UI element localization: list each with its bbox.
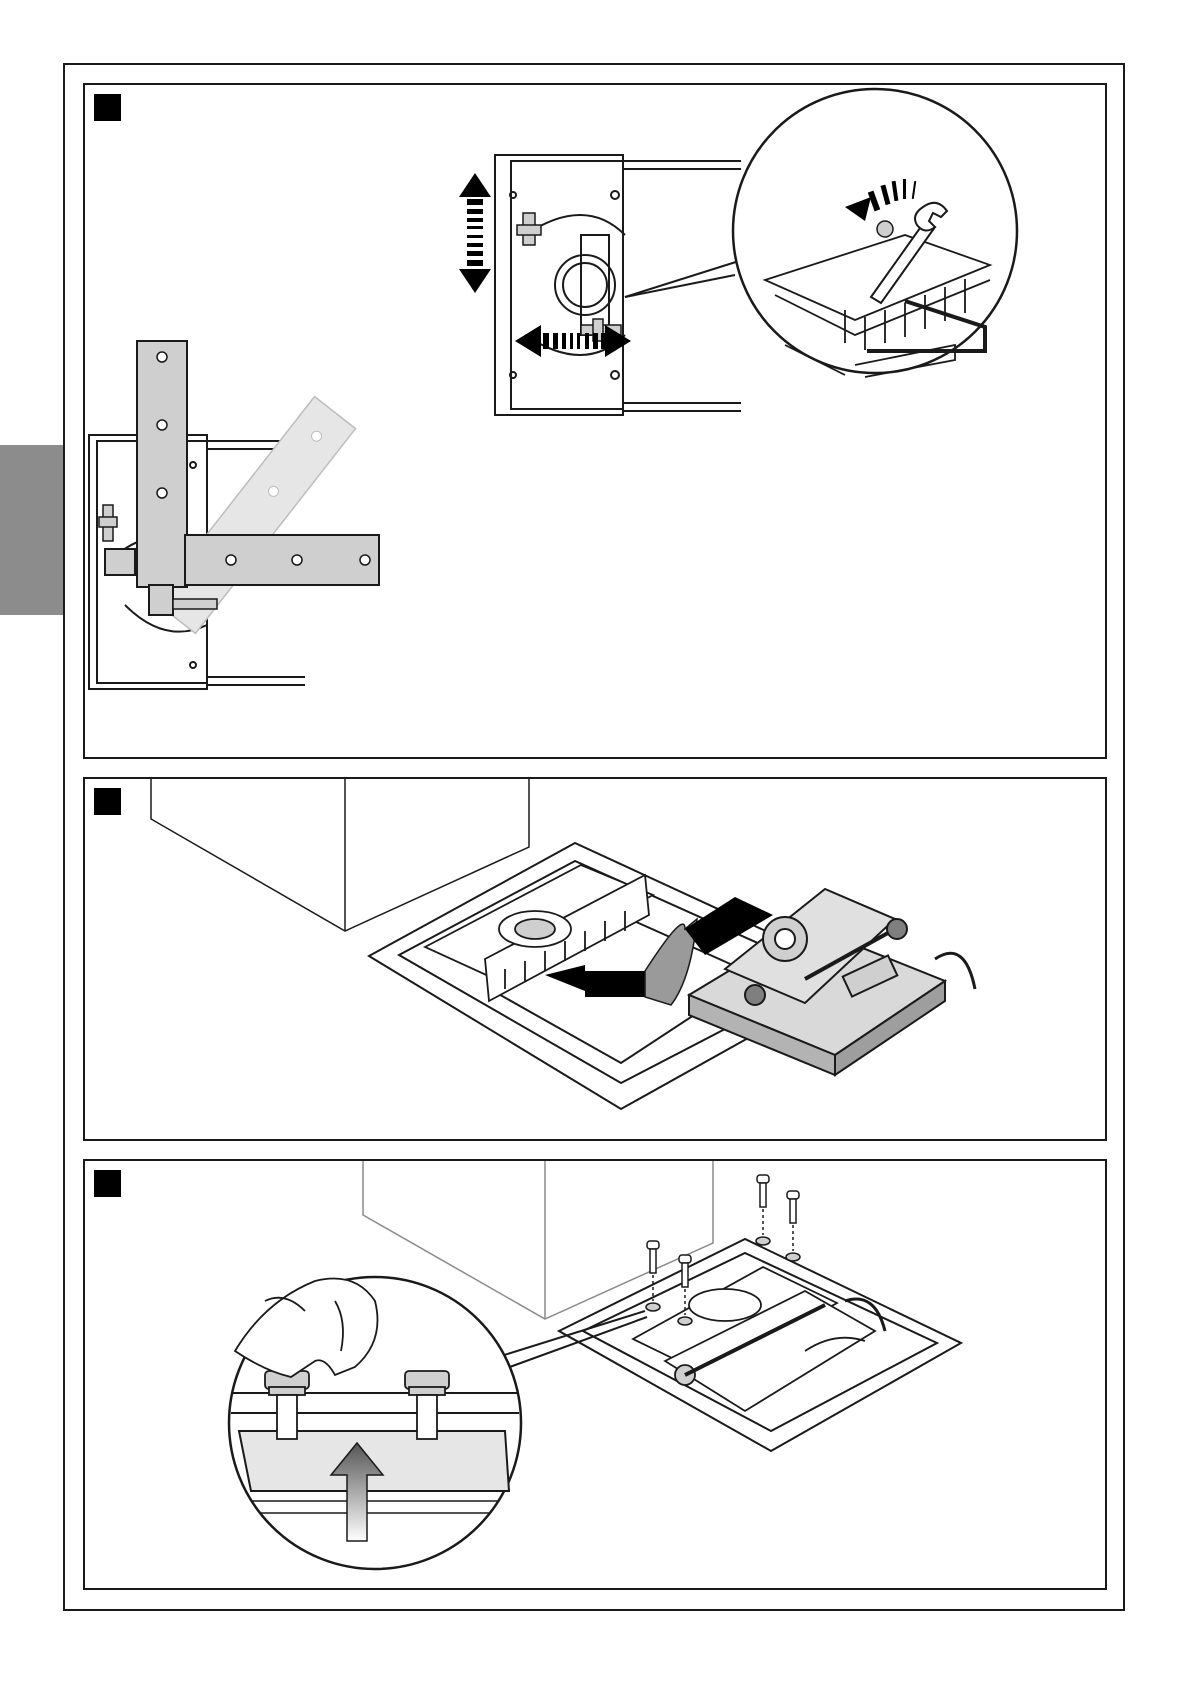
foundation-bracket-top-view: [495, 155, 741, 415]
mounting-plate-vertical: [137, 341, 187, 587]
adjusting-screw-vertical: [517, 213, 541, 245]
bracket-adjustment-illustration: [85, 85, 1105, 757]
hand-icon: [235, 1279, 378, 1378]
callout-pointer: [625, 261, 739, 297]
callout-pointer: [485, 1311, 645, 1361]
panel-1: [83, 83, 1107, 759]
magnified-detail-circle: [229, 1277, 521, 1569]
bolt-icon: [786, 1191, 800, 1261]
panel-3: [83, 1159, 1107, 1590]
side-section-tab: [0, 445, 63, 615]
bolt-icon: [756, 1175, 770, 1245]
motor-fixing-illustration: [85, 1161, 1105, 1588]
panel-2: [83, 777, 1107, 1141]
vertical-adjust-arrow: [459, 173, 491, 293]
magnified-detail-circle: [733, 89, 1017, 377]
gate-post: [151, 779, 529, 931]
mounting-plate-horizontal: [185, 535, 379, 585]
motor-insertion-illustration: [85, 779, 1105, 1139]
